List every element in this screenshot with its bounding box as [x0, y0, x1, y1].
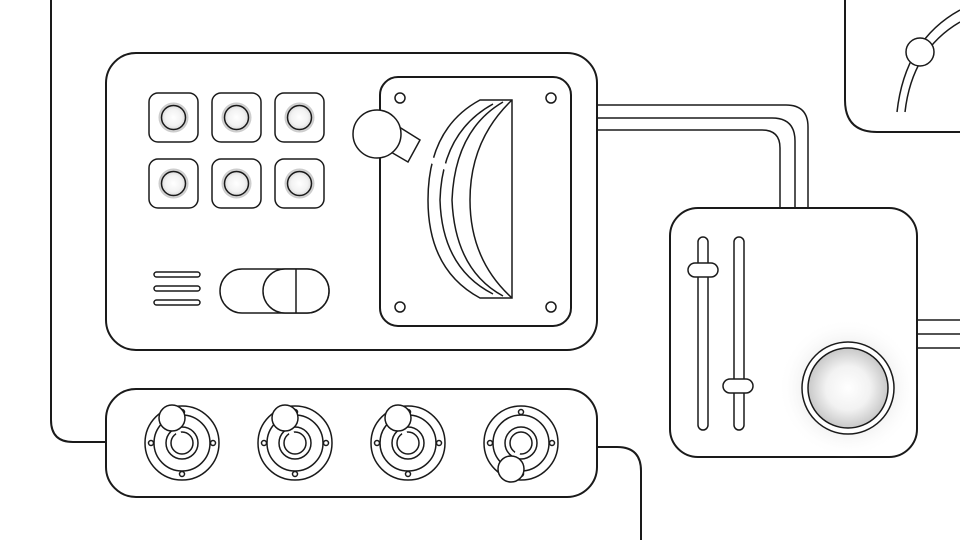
grid-button[interactable]	[274, 92, 325, 143]
throttle-lever[interactable]	[352, 109, 451, 171]
speaker-grille-icon	[153, 271, 201, 306]
screw-icon	[545, 92, 557, 104]
cable-bottom	[597, 446, 642, 540]
toggle-switch[interactable]	[219, 268, 330, 314]
gauge-needle-knob[interactable]	[905, 37, 935, 67]
pipe-main-to-fader-inner2	[596, 129, 781, 208]
joystick[interactable]	[370, 404, 446, 481]
joystick[interactable]	[483, 405, 559, 483]
slider-right[interactable]	[722, 236, 754, 431]
screw-icon	[394, 301, 406, 313]
joystick[interactable]	[257, 404, 333, 481]
grid-button[interactable]	[274, 158, 325, 209]
screw-icon	[394, 92, 406, 104]
slider-left[interactable]	[687, 236, 719, 431]
screw-icon	[545, 301, 557, 313]
pipe-main-to-fader	[596, 104, 809, 208]
gauge-panel	[844, 0, 960, 133]
grid-button[interactable]	[148, 158, 199, 209]
cable-left	[50, 0, 106, 443]
grid-button[interactable]	[211, 158, 262, 209]
big-round-button[interactable]	[778, 318, 918, 458]
throttle-track	[427, 99, 513, 299]
button-grid	[148, 92, 325, 209]
pipe-main-to-fader-inner	[596, 117, 796, 208]
joystick[interactable]	[144, 404, 220, 481]
joystick-strip	[105, 388, 598, 498]
grid-button[interactable]	[148, 92, 199, 143]
grid-button[interactable]	[211, 92, 262, 143]
